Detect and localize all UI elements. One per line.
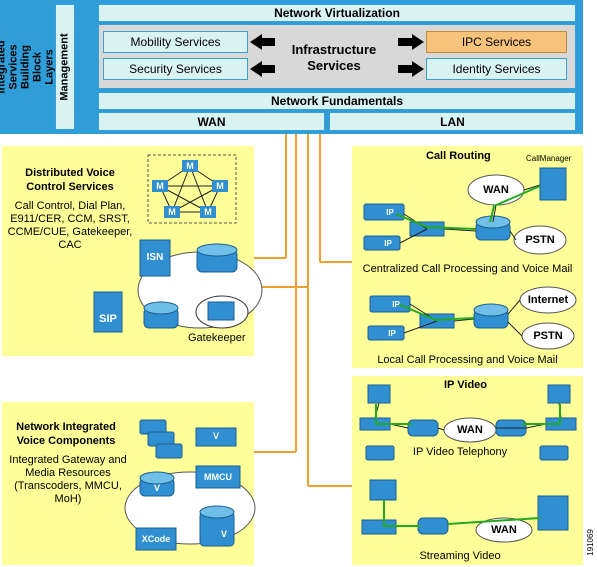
- ipv-phones: [365, 445, 569, 461]
- cr-pstn-cloud: [513, 225, 567, 255]
- mesh-node-3: M: [212, 180, 228, 192]
- cr-phones-2: [367, 295, 411, 341]
- network-integrated-title: Network Integrated Voice Components: [16, 421, 116, 447]
- streaming-video-label: Streaming Video: [419, 550, 501, 562]
- cr-pstn-label-2: PSTN: [533, 330, 563, 342]
- mesh-node-5: M: [200, 206, 216, 218]
- ni-switch-v-label: V: [212, 431, 219, 441]
- gatekeeper-label: Gatekeeper: [188, 332, 246, 344]
- ipc-services-box: IPC Services: [426, 31, 567, 53]
- cr-phones-1: [363, 203, 405, 251]
- isn-label: ISN: [146, 251, 164, 263]
- call-routing-title: Call Routing: [426, 150, 491, 162]
- sip-label: SIP: [99, 313, 117, 325]
- connector-lines: [254, 134, 352, 487]
- ipv-stream-devices: [361, 479, 569, 543]
- management-bar: Management: [55, 4, 75, 130]
- ipv-green-1: [375, 404, 561, 425]
- cr-internet-label: Internet: [527, 294, 569, 306]
- cr-pstn-label: PSTN: [525, 234, 555, 246]
- router-top: [196, 243, 238, 273]
- distributed-voice-title: Distributed Voice Control Services: [25, 167, 115, 193]
- isn-server: [139, 239, 171, 277]
- mmcu-label: MMCU: [204, 472, 232, 482]
- left-arrow-upper: [250, 34, 275, 50]
- infrastructure-services-label: Infrastructure Services: [291, 42, 377, 73]
- cr-router-2: [473, 303, 509, 329]
- ipv-wan-label-2: WAN: [491, 524, 517, 536]
- mesh-node-2: M: [152, 180, 168, 192]
- cr-phone-ip-3: IP: [392, 299, 400, 309]
- cr-phone-ip-1: IP: [386, 207, 394, 217]
- ni-xswitch-v-label: V: [220, 529, 227, 539]
- left-arrow-lower: [250, 61, 275, 77]
- ipv-monitor-right: [547, 384, 571, 404]
- mobility-services-box: Mobility Services: [103, 31, 248, 53]
- security-services-box: Security Services: [103, 58, 248, 80]
- ipv-monitor-left: [367, 384, 391, 404]
- ni-switch: [195, 427, 237, 447]
- sip-server: [93, 291, 123, 333]
- gatekeeper-cloud: [195, 295, 249, 329]
- distributed-voice-description: Call Control, Dial Plan, E911/CER, CCM, …: [7, 200, 133, 251]
- mesh-box: [147, 154, 237, 224]
- network-fundamentals-bar: Network Fundamentals: [98, 92, 576, 110]
- cr-wan-label: WAN: [483, 184, 509, 196]
- identity-services-box: Identity Services: [426, 58, 567, 80]
- local-label: Local Call Processing and Voice Mail: [377, 354, 558, 366]
- ip-video-telephony-label: IP Video Telephony: [412, 446, 508, 458]
- xcode-label: XCode: [141, 534, 171, 544]
- cr-callmanager-server: [539, 167, 567, 201]
- ipv-wan-label: WAN: [457, 424, 483, 436]
- cr-phone-ip-4: IP: [388, 328, 396, 338]
- right-arrow-lower: [398, 61, 424, 77]
- cr-green-paths: [395, 185, 541, 322]
- ni-phones: [139, 419, 183, 459]
- ni-router: [139, 471, 175, 497]
- lan-bar: LAN: [329, 112, 576, 131]
- ni-xswitch: [199, 505, 235, 547]
- mesh-node-4: M: [164, 206, 180, 218]
- ni-mmcu: [195, 465, 241, 489]
- mesh-node-1: M: [182, 160, 198, 172]
- network-virtualization-bar: Network Virtualization: [98, 4, 576, 22]
- network-integrated-description: Integrated Gateway and Media Resources (…: [9, 454, 127, 505]
- centralized-label: Centralized Call Processing and Voice Ma…: [362, 263, 573, 275]
- ni-router-v-label: V: [153, 483, 160, 493]
- cr-phone-ip-2: IP: [384, 238, 392, 248]
- ni-xcode: [135, 527, 177, 551]
- callmanager-label: CallManager: [526, 154, 572, 163]
- right-arrow-upper: [398, 34, 424, 50]
- ip-video-title: IP Video: [444, 379, 488, 391]
- figure-id: 191069: [585, 528, 595, 556]
- router-bottom: [143, 301, 179, 329]
- wan-bar: WAN: [98, 112, 325, 131]
- ipv-green-2: [383, 500, 541, 527]
